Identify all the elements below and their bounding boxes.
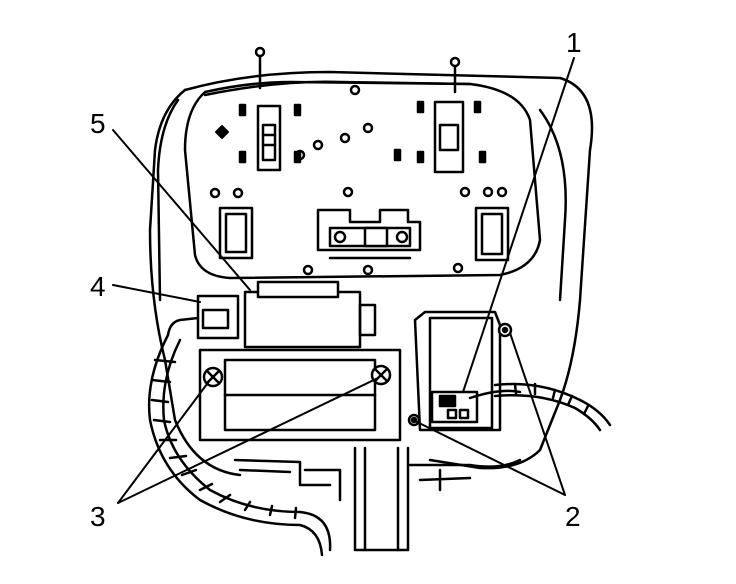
wiring-harness-right (493, 382, 612, 432)
leader-5 (112, 129, 251, 291)
leader-4 (112, 284, 201, 303)
sensing-module (243, 280, 377, 349)
callout-5: 5 (90, 108, 106, 139)
leader-lines (112, 57, 575, 504)
base-module (198, 348, 402, 442)
right-module (407, 310, 522, 432)
wiring-harness-left (147, 333, 332, 557)
callout-2: 2 (565, 501, 581, 532)
upper-panel (183, 46, 542, 280)
leader-3a (117, 379, 211, 504)
center-post (353, 446, 410, 552)
leader-2a (509, 332, 566, 496)
callout-1: 1 (566, 27, 582, 58)
connector (166, 294, 240, 340)
callout-3: 3 (90, 501, 106, 532)
lower-frame (233, 458, 522, 502)
outer-housing (148, 70, 594, 477)
leader-3b (117, 377, 379, 504)
leader-1 (462, 57, 575, 393)
leader-2b (416, 421, 566, 496)
callout-4: 4 (90, 271, 106, 302)
